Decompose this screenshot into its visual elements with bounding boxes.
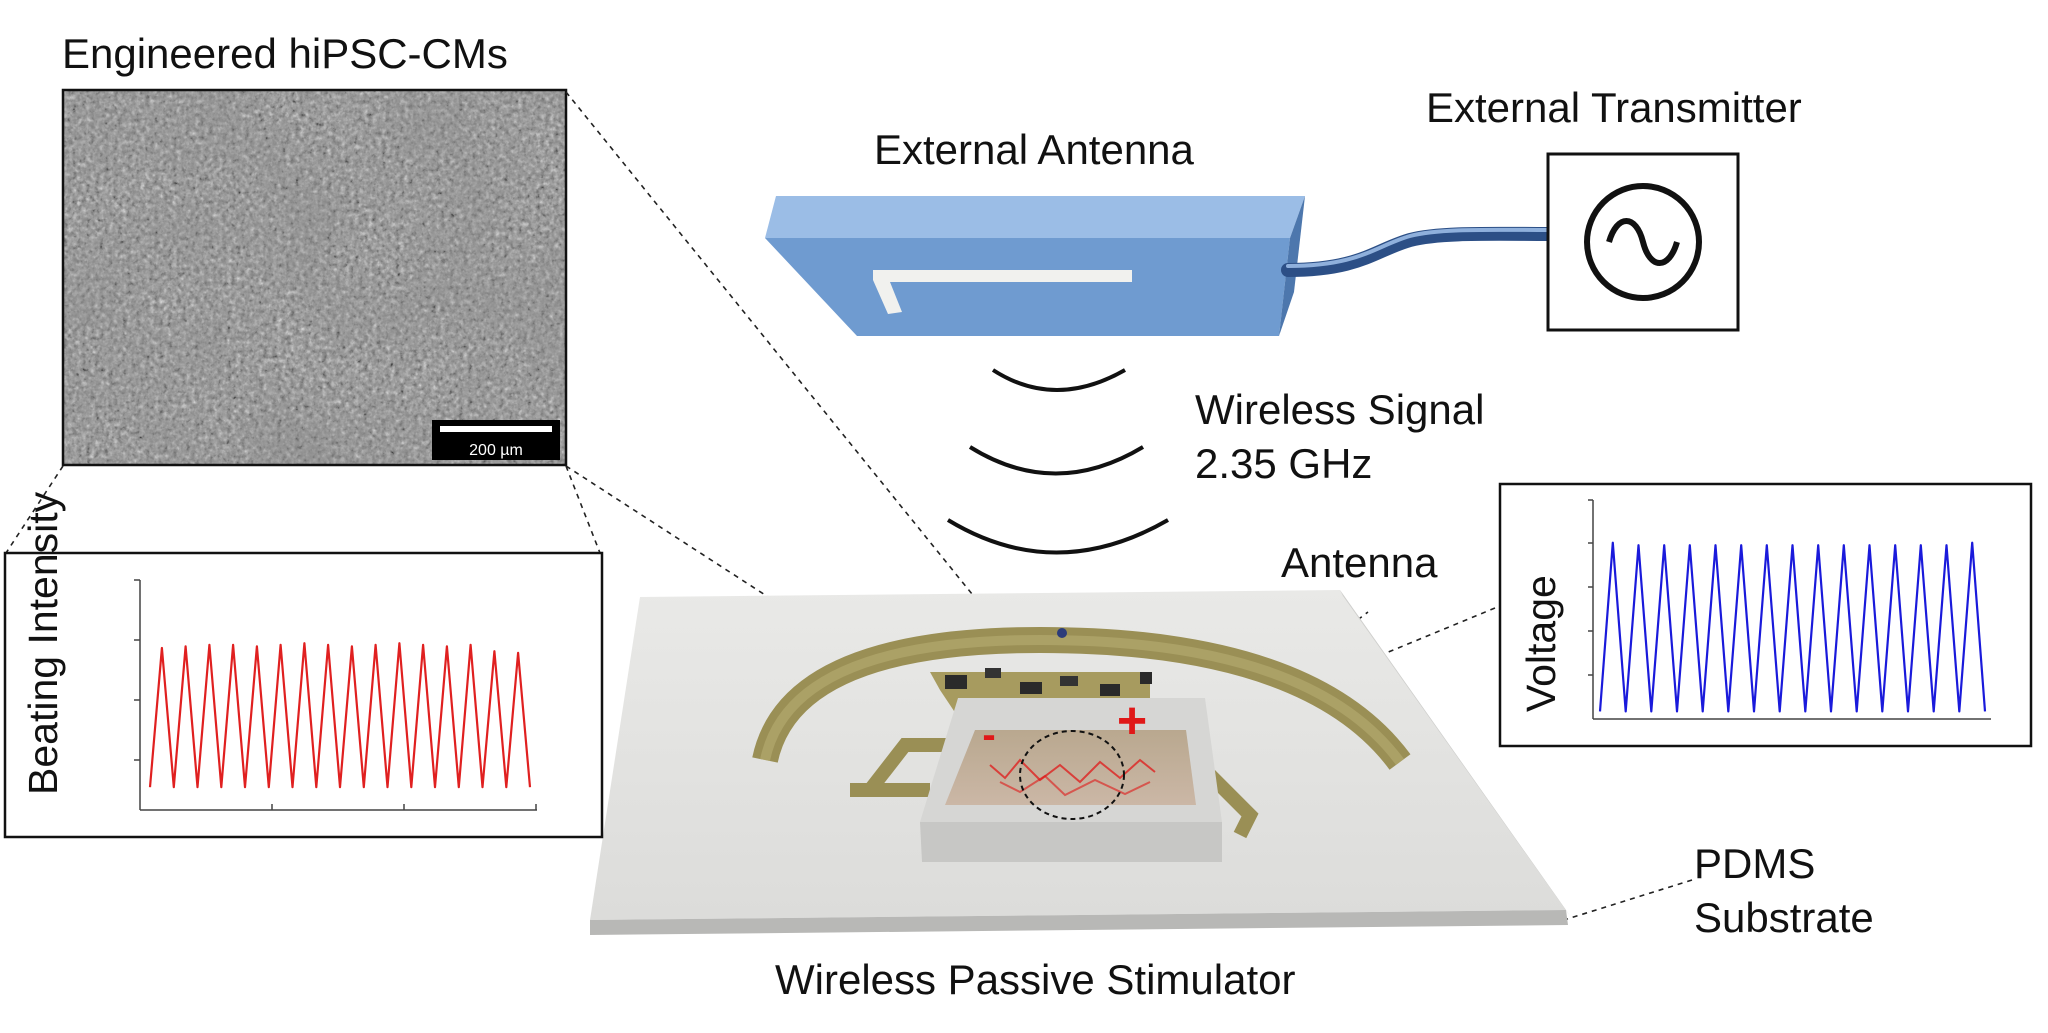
ac-source-icon (1584, 183, 1702, 301)
frequency-label: 2.35 GHz (1195, 440, 1373, 487)
culture-chamber (920, 698, 1222, 862)
antenna-label: Antenna (1281, 539, 1438, 586)
electrode-minus: - (982, 713, 995, 757)
substrate-label: Substrate (1694, 894, 1874, 941)
voltage-series-line (1598, 541, 1987, 713)
voltage-axes (1588, 499, 1991, 720)
device-caption: Wireless Passive Stimulator (775, 956, 1296, 1003)
transmitter-box (1546, 152, 1740, 332)
voltage-ylabel-text: Voltage (1518, 575, 1564, 712)
electrode-plus: + (1117, 692, 1147, 750)
wireless-signal-label: Wireless Signal (1195, 386, 1485, 433)
voltage-ylabel: Voltage (1518, 575, 1564, 712)
scale-bar (432, 420, 560, 460)
scale-bar-label: 200 µm (469, 442, 523, 459)
micrograph-panel (61, 88, 568, 467)
external-antenna-label: External Antenna (874, 126, 1194, 173)
external-antenna (765, 196, 1305, 336)
beating-plot (3, 551, 604, 839)
pdms-label: PDMS (1694, 840, 1816, 887)
voltage-plot (1498, 482, 2033, 748)
coax-cable (1281, 226, 1555, 277)
beating-ylabel: Beating Intensity (20, 491, 66, 795)
beating-series-line (148, 642, 532, 789)
wireless-signal-icon (946, 368, 1169, 555)
beating-axes (134, 579, 537, 811)
focus-ellipse (1019, 730, 1125, 820)
micrograph-title: Engineered hiPSC-CMs (62, 30, 508, 77)
beating-ylabel-text: Beating Intensity (20, 491, 66, 795)
external-transmitter-label: External Transmitter (1426, 84, 1802, 131)
